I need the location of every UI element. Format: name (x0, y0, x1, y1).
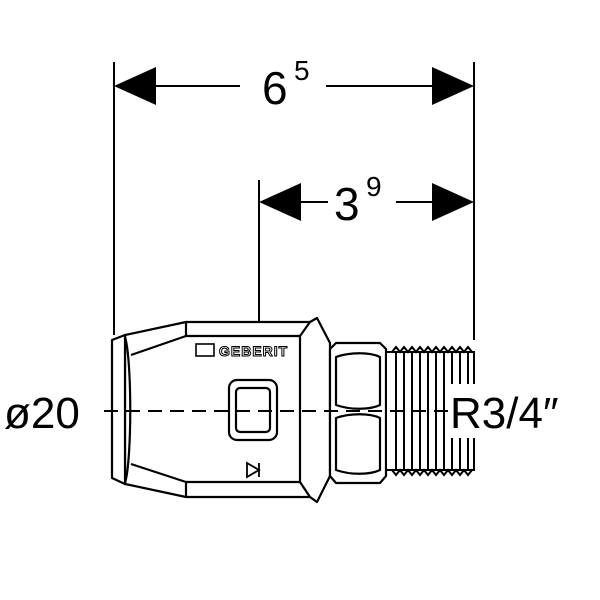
hex-nut-face-bottom (334, 413, 382, 475)
hex-nut-outline (328, 341, 388, 485)
thread-teeth-top (391, 345, 473, 354)
overall-dimension-superscript: 5 (294, 55, 310, 86)
thread-label-backdrop (448, 384, 596, 438)
thread-teeth-bottom (391, 468, 473, 477)
insertion-depth-mark-icon (246, 461, 261, 479)
socket-flange (298, 321, 311, 498)
hex-nut-face-top (334, 352, 382, 410)
insertion-dimension-label: 3 (334, 178, 360, 230)
socket-taper-top (130, 334, 300, 357)
pipe-label-backdrop (0, 384, 104, 438)
pipe-diameter-label: ø20 (4, 389, 80, 438)
insertion-dimension-superscript: 9 (366, 171, 382, 202)
thread-size-label: R3/4″ (450, 389, 559, 438)
brand-logo-text: GEBERIT (219, 343, 288, 359)
arrowhead-right-icon (432, 67, 474, 105)
arrowhead-left-icon (114, 67, 156, 105)
release-slot (227, 378, 279, 442)
brand-logo: GEBERIT (195, 343, 288, 360)
arrowhead-right-icon (432, 183, 474, 221)
overall-dimension: 6 5 (114, 55, 474, 114)
brand-logo-box (195, 343, 215, 357)
overall-dimension-label: 6 (262, 62, 288, 114)
arrowhead-left-icon (259, 183, 301, 221)
insertion-dimension: 3 9 (259, 171, 474, 230)
socket-end-ring (110, 333, 127, 486)
socket-taper-bottom (130, 462, 300, 484)
hex-nut (328, 341, 388, 485)
